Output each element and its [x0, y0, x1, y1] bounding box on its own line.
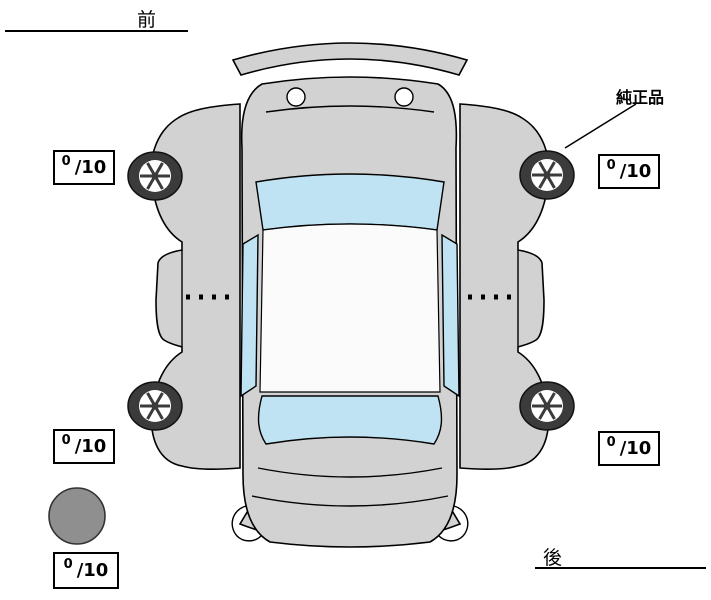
rear-bumper-right-cap: [438, 505, 469, 542]
tread-score-front-left: 0 /10: [53, 150, 115, 185]
front-left-tire-icon: [126, 150, 184, 202]
tread-value: 0: [606, 435, 616, 450]
tread-score-spare: 0 /10: [53, 552, 119, 589]
tread-score-rear-left: 0 /10: [53, 429, 115, 464]
tread-max: /10: [74, 436, 107, 457]
rear-label: 後: [543, 547, 564, 569]
hood-line: [265, 105, 435, 113]
tread-max: /10: [619, 438, 652, 459]
rear-left-tire-icon: [126, 380, 184, 432]
rear-window-glass: [257, 395, 443, 445]
tread-score-rear-right: 0 /10: [598, 431, 660, 466]
rear-bumper-left-cap: [231, 505, 262, 542]
windshield-glass: [255, 173, 445, 231]
genuine-part-label: 純正品: [616, 88, 665, 107]
right-side-window-glass: [441, 233, 460, 398]
rear-underline: [535, 567, 706, 569]
spare-tire-icon: [48, 487, 106, 545]
tread-value: 0: [61, 154, 71, 169]
front-label: 前: [137, 9, 158, 31]
genuine-part-pointer-line: [564, 103, 637, 149]
front-bumper: [231, 42, 469, 76]
hood-left-circle: [286, 87, 306, 107]
tread-score-front-right: 0 /10: [598, 154, 660, 189]
tread-value: 0: [61, 433, 71, 448]
hood-right-circle: [394, 87, 414, 107]
trunk-line-1: [257, 467, 443, 478]
front-underline: [5, 30, 188, 32]
tread-max: /10: [619, 161, 652, 182]
roof-panel: [259, 223, 441, 393]
tread-max: /10: [74, 157, 107, 178]
tread-value: 0: [606, 158, 616, 173]
left-side-window-glass: [240, 233, 259, 398]
front-right-tire-icon: [518, 149, 576, 201]
tread-value: 0: [63, 557, 73, 572]
rear-right-tire-icon: [518, 380, 576, 432]
trunk-line-2: [251, 495, 449, 507]
tread-max: /10: [76, 560, 109, 581]
